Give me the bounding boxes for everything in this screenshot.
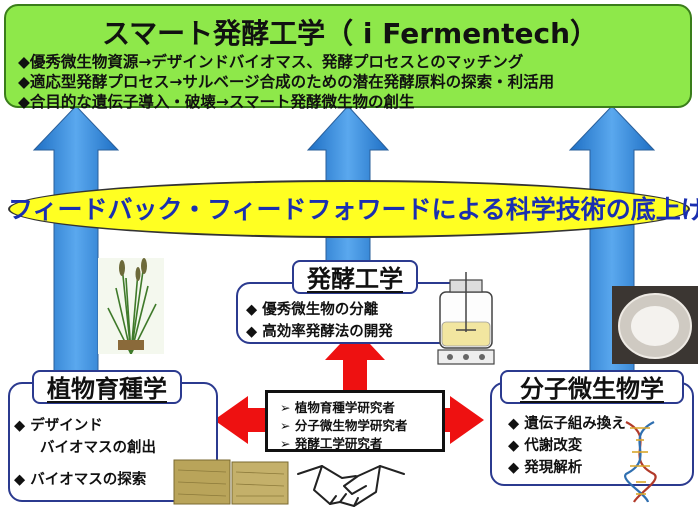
red-left-arrow — [214, 396, 270, 444]
handshake-icon — [297, 465, 405, 507]
feedback-banner — [8, 180, 690, 238]
top-line-gene: ◆合目的な遺伝子導入・破壊→スマート発酵微生物の創生 — [18, 93, 415, 111]
hay-bale-image — [173, 459, 289, 505]
researcher-fermentation: ➢ 発酵工学研究者 — [280, 436, 383, 451]
dna-helix-image — [624, 421, 657, 503]
researcher-plant: ➢ 植物育種学研究者 — [280, 400, 395, 415]
plant-item-designed: ◆ デザインド — [14, 418, 103, 434]
grass-plant-image — [98, 258, 164, 354]
micro-item-recombination: ◆ 遺伝子組み換え — [508, 416, 626, 432]
fermenter-image — [437, 272, 495, 365]
petri-dish-image — [612, 286, 698, 364]
microbiology-title: 分子微生物学 — [500, 370, 684, 404]
red-right-arrow — [440, 396, 484, 444]
fermentation-item-development: ◆ 高効率発酵法の開発 — [246, 324, 393, 340]
top-title: スマート発酵工学（ i Fermentech） — [101, 17, 599, 50]
top-summary-box: スマート発酵工学（ i Fermentech） ◆優秀微生物資源→デザインドバイ… — [4, 4, 692, 111]
micro-item-metabolic: ◆ 代謝改変 — [508, 438, 583, 454]
plant-breeding-title: 植物育種学 — [32, 370, 182, 404]
feedback-banner-text: フィードバック・フィードフォワードによる科学技術の底上げ — [8, 195, 698, 224]
plant-item-designed-cont: バイオマスの創出 — [40, 440, 156, 456]
micro-item-expression: ◆ 発現解析 — [508, 460, 583, 476]
plant-item-search: ◆ バイオマスの探索 — [14, 472, 147, 488]
fermentation-item-isolation: ◆ 優秀微生物の分離 — [246, 302, 379, 318]
researchers-box: ➢ 植物育種学研究者 ➢ 分子微生物学研究者 ➢ 発酵工学研究者 — [265, 390, 445, 452]
top-line-salvage: ◆適応型発酵プロセス→サルベージ合成のための潜在発酵原料の探索・利活用 — [18, 73, 555, 91]
fermentation-title: 発酵工学 — [292, 260, 418, 294]
researcher-micro: ➢ 分子微生物学研究者 — [280, 418, 408, 433]
top-line-matching: ◆優秀微生物資源→デザインドバイオマス、発酵プロセスとのマッチング — [18, 53, 524, 71]
red-up-arrow — [325, 328, 385, 390]
